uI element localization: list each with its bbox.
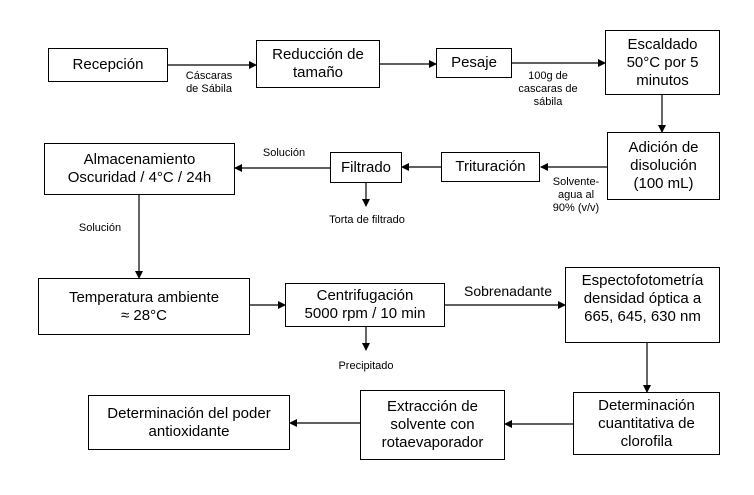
label-solvente: Solvente- agua al 90% (v/v) [552,176,600,214]
label-precipitado: Precipitado [338,360,394,372]
step-trituracion: Trituración [441,152,540,182]
label-solucion-2: Solución [78,222,122,234]
label-sobrenadante: Sobrenadante [464,283,552,299]
step-centrifugacion: Centrifugación 5000 rpm / 10 min [285,283,445,327]
step-almacenamiento: Almacenamiento Oscuridad / 4°C / 24h [44,143,235,195]
label-cascaras: Cáscaras de Sábila [185,70,233,95]
step-recepcion: Recepción [48,48,168,82]
step-reduccion: Reducción de tamaño [256,40,380,88]
step-determinacion-clorofila: Determinación cuantitativa de clorofila [573,392,720,455]
label-torta: Torta de filtrado [329,214,405,226]
step-determinacion-antioxidante: Determinación del poder antioxidante [88,395,290,450]
step-temperatura: Temperatura ambiente ≈ 28°C [38,278,250,335]
step-escaldado: Escaldado 50°C por 5 minutos [605,30,720,95]
step-pesaje: Pesaje [436,48,512,78]
step-espectofotometria: Espectofotometría densidad óptica a 665,… [565,267,720,343]
step-adicion: Adición de disolución (100 mL) [607,132,720,200]
step-extraccion: Extracción de solvente con rotaevaporado… [360,390,505,460]
label-cien-gramos: 100g de cascaras de sábila [518,70,578,108]
label-solucion-1: Solución [262,147,306,159]
step-filtrado: Filtrado [330,152,402,183]
